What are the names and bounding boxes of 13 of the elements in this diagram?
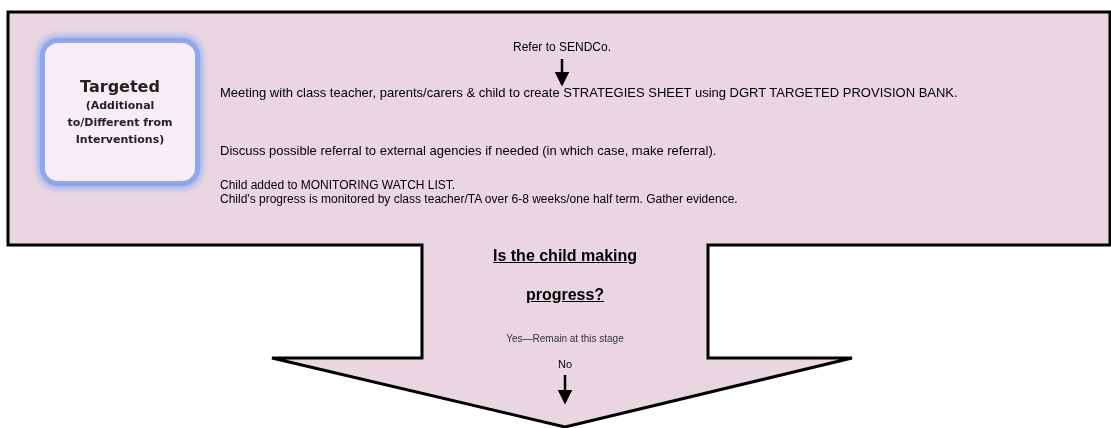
step-text: Refer to SENDCo.	[500, 38, 624, 56]
note-text: Child's progress is monitored by class teacher/TA over 6-8 weeks/one half term. Gather evidence.	[220, 192, 739, 206]
arrow	[557, 375, 573, 405]
stage-box	[40, 38, 200, 186]
note-text: Child added to MONITORING WATCH LIST.	[220, 178, 457, 192]
note-text: Discuss possible referral to external agencies if needed (in which case, make referral).	[220, 142, 718, 160]
answer-text: No	[545, 356, 585, 372]
stage-title: Targeted	[80, 76, 160, 97]
stage-description: (Additional to/Different from Interventions)	[66, 97, 174, 148]
question-heading: Is the child making progress?	[492, 246, 638, 305]
note-text: Yes—Remain at this stage	[505, 332, 625, 346]
arrow	[554, 59, 570, 87]
step-text: Meeting with class teacher, parents/carers & child to create STRATEGIES SHEET using DGRT TARGETED PROVISION BANK.	[220, 86, 1100, 118]
